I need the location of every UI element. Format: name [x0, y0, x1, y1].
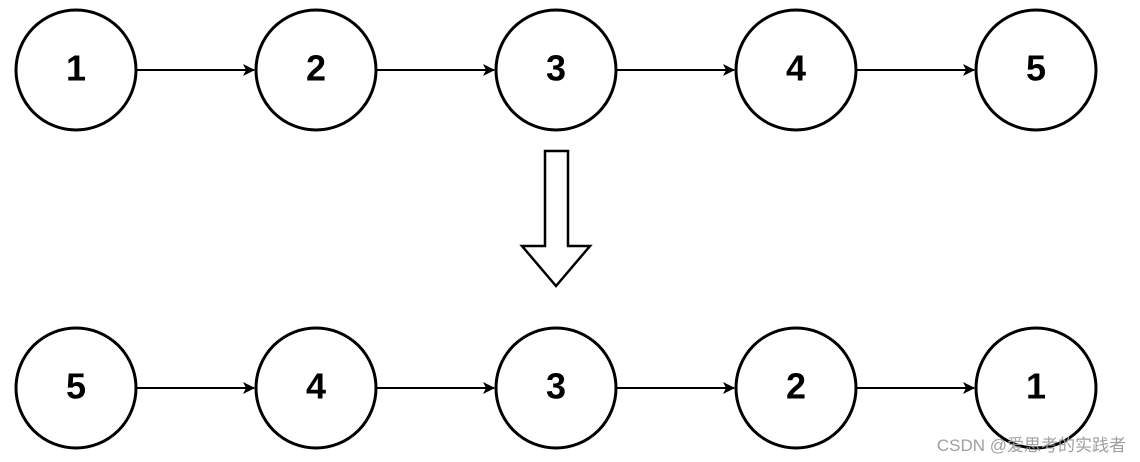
node-value: 5 — [1026, 48, 1046, 89]
list-node: 5 — [974, 8, 1098, 132]
node-value: 1 — [66, 48, 86, 89]
list-node: 3 — [494, 8, 618, 132]
node-value: 5 — [66, 366, 86, 407]
node-value: 3 — [546, 366, 566, 407]
list-node: 1 — [974, 326, 1098, 450]
node-value: 1 — [1026, 366, 1046, 407]
list-node: 1 — [14, 8, 138, 132]
list-node: 2 — [734, 326, 858, 450]
watermark: CSDN @爱思考的实践者 — [936, 436, 1126, 455]
list-node: 4 — [734, 8, 858, 132]
reversed-list-row: 5 4 3 2 1 — [14, 326, 1098, 450]
node-value: 2 — [306, 48, 326, 89]
hollow-down-arrow-icon — [519, 149, 593, 288]
node-value: 4 — [786, 48, 806, 89]
node-value: 2 — [786, 366, 806, 407]
list-node: 3 — [494, 326, 618, 450]
list-node: 2 — [254, 8, 378, 132]
original-list-row: 1 2 3 4 5 — [14, 8, 1098, 132]
node-value: 4 — [306, 366, 326, 407]
list-node: 5 — [14, 326, 138, 450]
list-node: 4 — [254, 326, 378, 450]
node-value: 3 — [546, 48, 566, 89]
